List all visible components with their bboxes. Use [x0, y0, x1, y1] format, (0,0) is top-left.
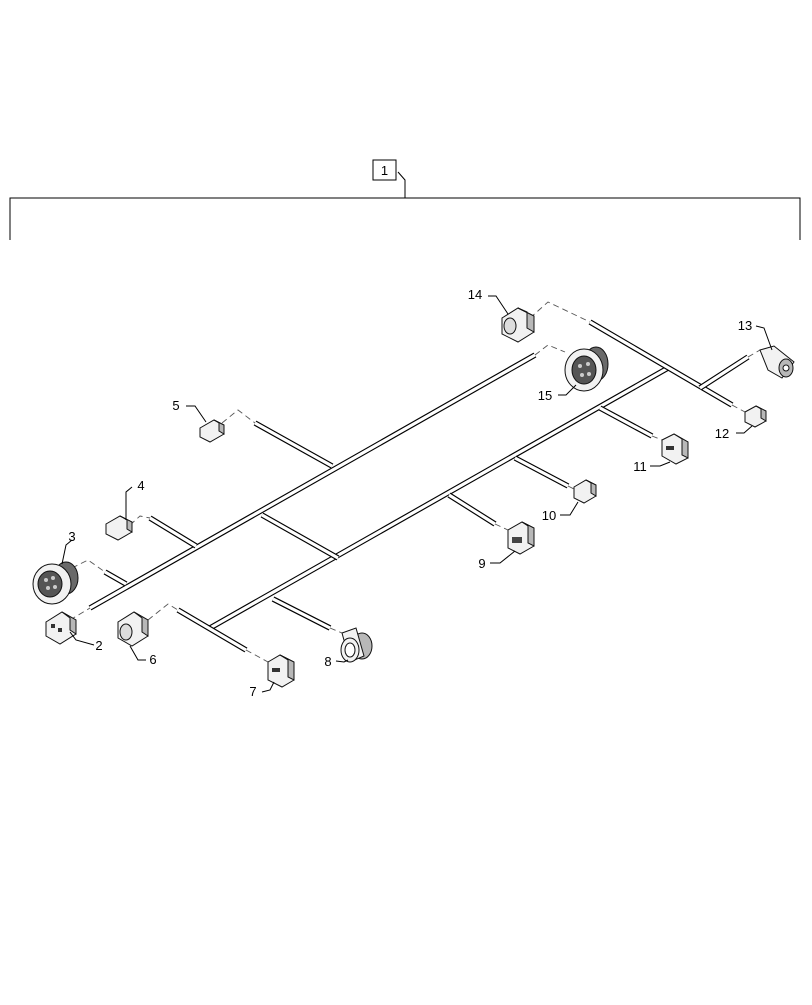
dashed-guide-lines — [69, 301, 761, 663]
connector-9 — [507, 521, 535, 555]
connector-8 — [340, 627, 373, 663]
harness-wires — [88, 319, 750, 653]
connector-7 — [267, 654, 295, 688]
assembly-bracket — [9, 171, 801, 240]
callout-9: 9 — [478, 556, 485, 571]
callout-7: 7 — [249, 684, 256, 699]
connector-12 — [744, 405, 767, 428]
callout-labels: 2 3 4 5 6 7 8 9 10 11 12 13 14 15 — [68, 287, 752, 699]
callout-12: 12 — [715, 426, 729, 441]
connector-15 — [564, 346, 609, 392]
callout-13: 13 — [738, 318, 752, 333]
connector-3 — [32, 561, 79, 605]
callout-10: 10 — [542, 508, 556, 523]
callout-6: 6 — [149, 652, 156, 667]
connector-14 — [501, 307, 535, 343]
connector-2 — [45, 611, 77, 645]
callout-2: 2 — [95, 638, 102, 653]
assembly-callout-label: 1 — [381, 163, 388, 178]
callout-leaders — [61, 295, 773, 693]
connector-11 — [661, 433, 689, 465]
callout-14: 14 — [468, 287, 482, 302]
callout-3: 3 — [68, 529, 75, 544]
callout-4: 4 — [137, 478, 144, 493]
callout-5: 5 — [172, 398, 179, 413]
callout-15: 15 — [538, 388, 552, 403]
callout-8: 8 — [324, 654, 331, 669]
connector-5 — [199, 419, 225, 443]
connector-6 — [117, 611, 149, 647]
connector-13 — [759, 345, 795, 379]
assembly-callout-box: 1 — [372, 159, 397, 181]
connector-10 — [573, 479, 597, 504]
connector-4 — [105, 515, 133, 541]
callout-11: 11 — [633, 459, 647, 474]
